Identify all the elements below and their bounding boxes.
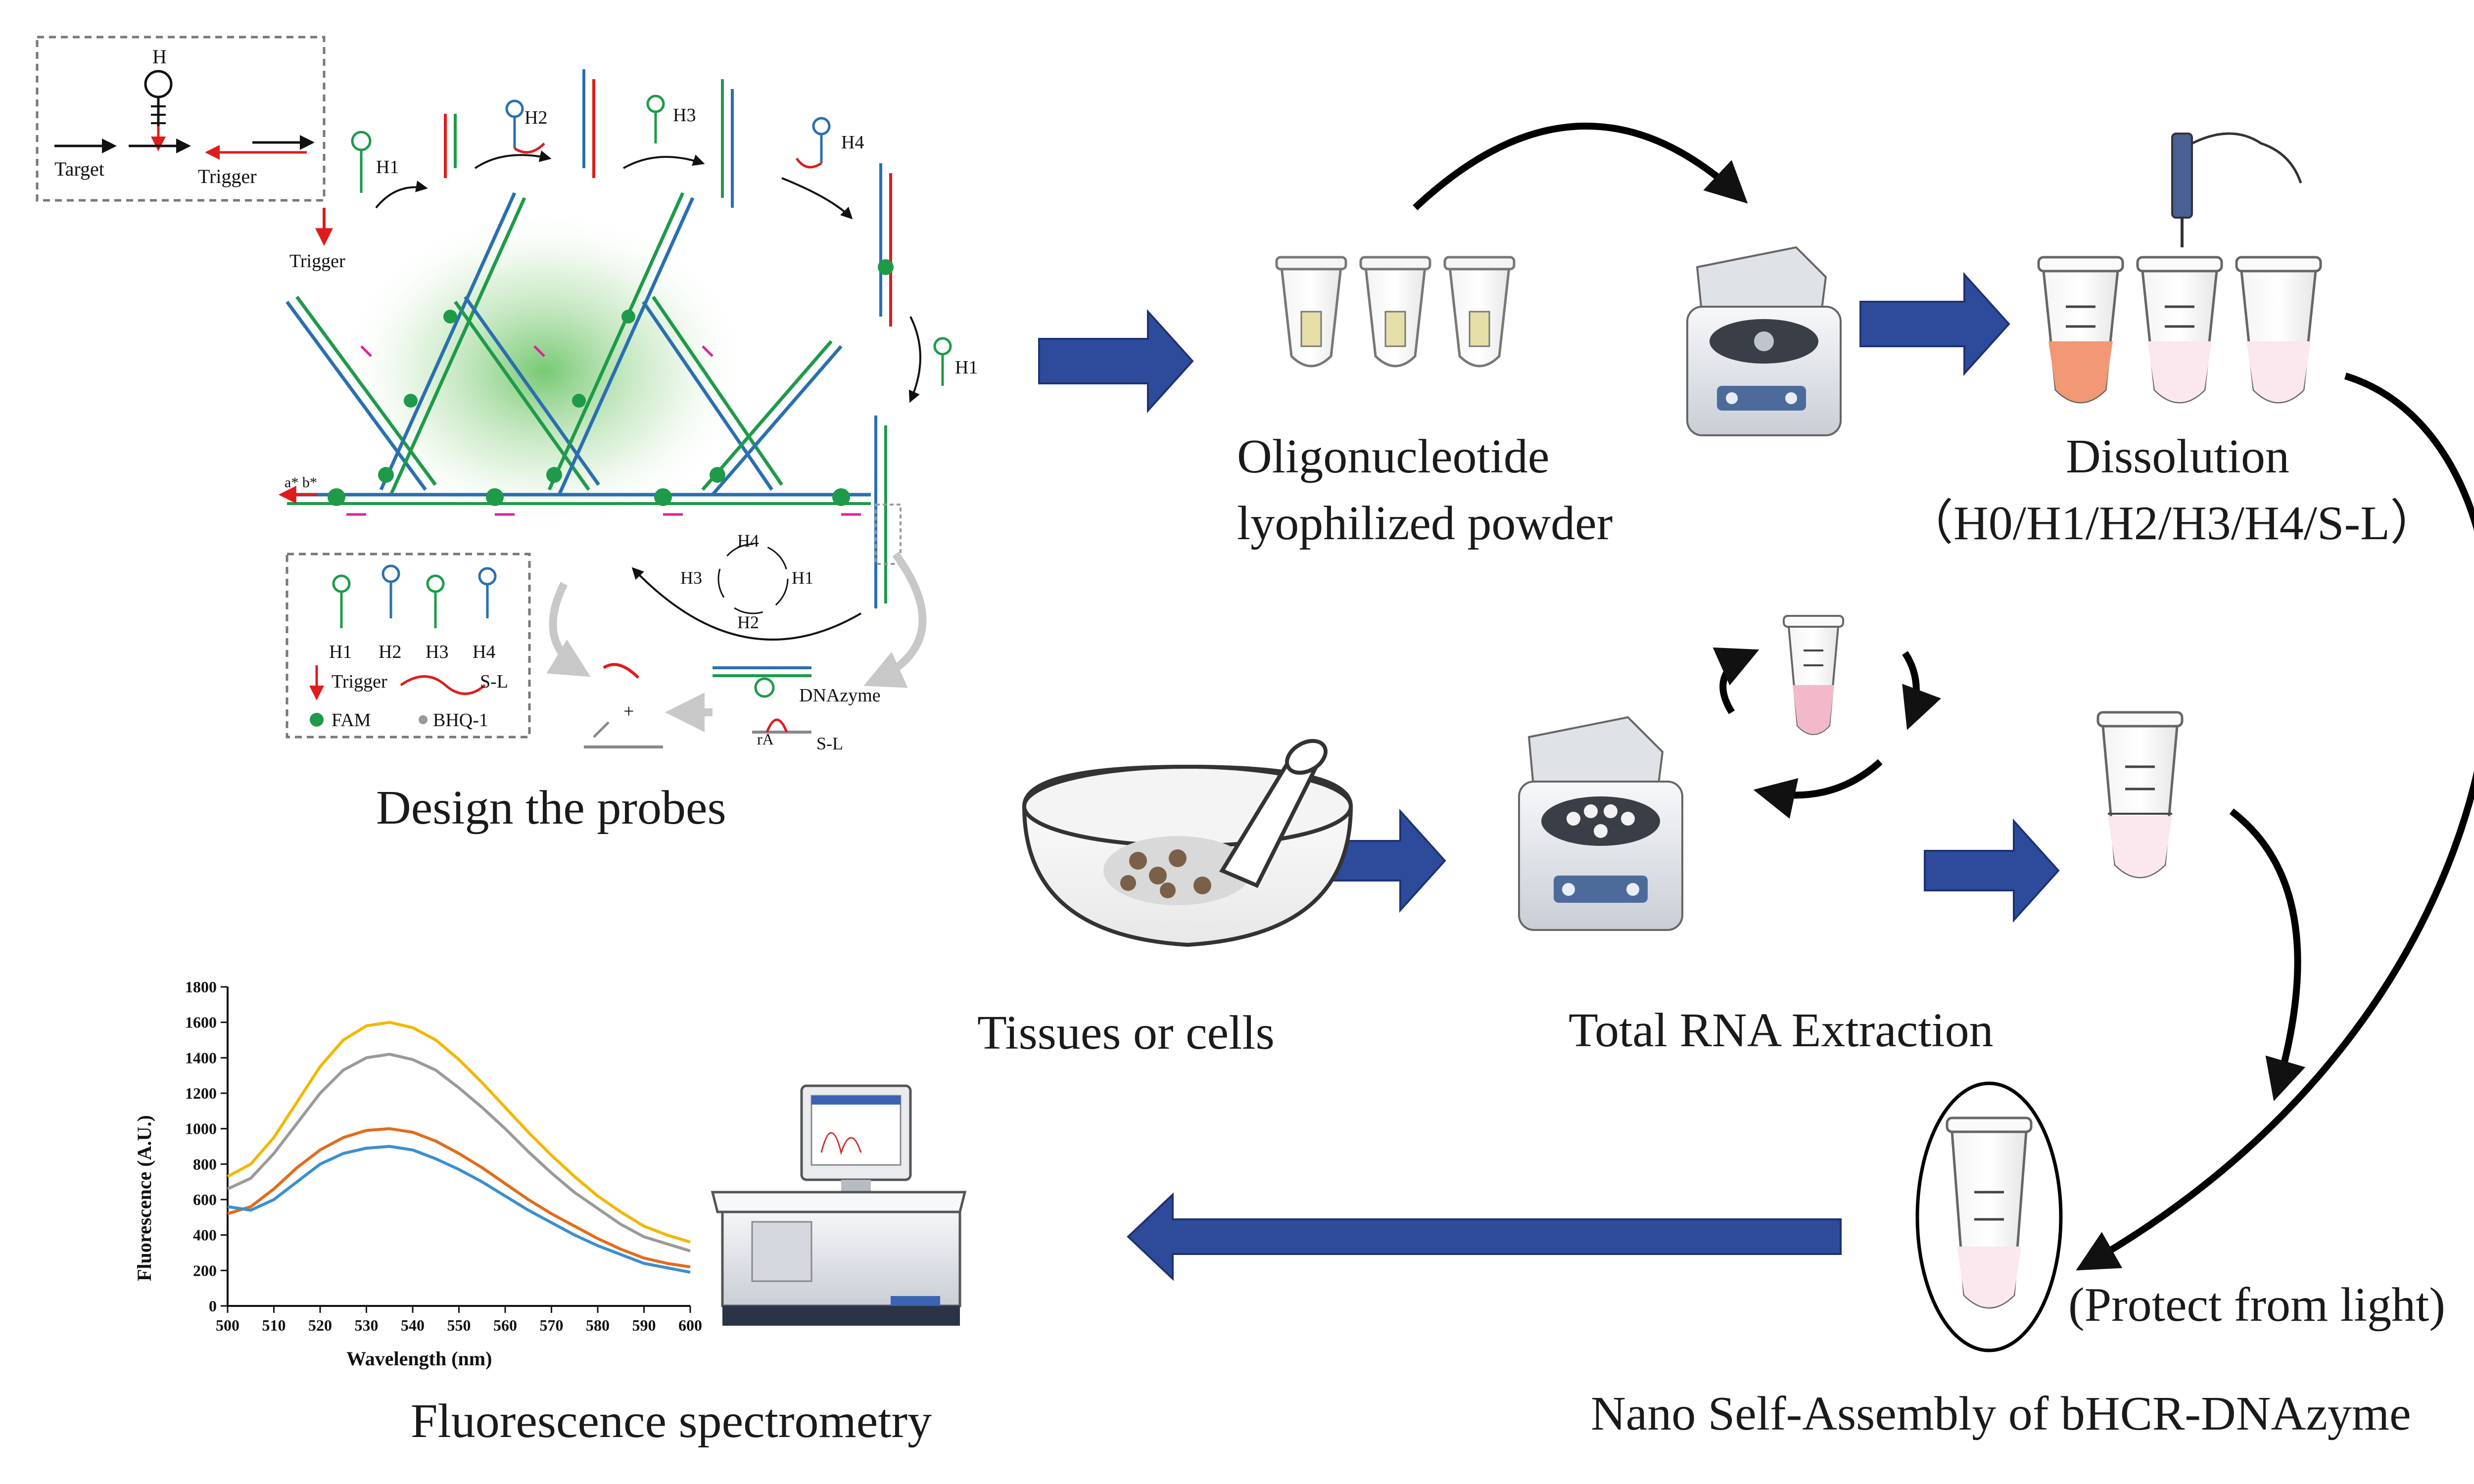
spectrometer-icon [711, 1084, 967, 1326]
flow-arrows [1038, 272, 2060, 1281]
chart-axes [227, 987, 690, 1307]
assembly-tube-group [1915, 1081, 2063, 1352]
legend-h4: H4 [473, 642, 495, 662]
legend-bhq: BHQ-1 [433, 710, 488, 731]
legend-hairpins [332, 564, 497, 628]
arrow-assembly-to-fluorescence [1127, 1192, 1842, 1281]
legend-h3: H3 [426, 642, 448, 662]
fluorescence-glow [336, 208, 752, 534]
caption-dissolution: Dissolution [2066, 430, 2289, 483]
rna-centrifuge-icon [1518, 716, 1683, 931]
chart-xlabel: Wavelength (nm) [346, 1347, 492, 1370]
caption-assembly: Nano Self-Assembly of bHCR-DNAzyme [1591, 1387, 2411, 1440]
mortar-pestle-icon [1022, 739, 1353, 947]
design-panel: H Target Trigger Trigger H1 H2 H3 H4 [36, 36, 978, 835]
x-tick-label: 590 [632, 1316, 656, 1334]
caption-rna: Total RNA Extraction [1569, 1004, 1994, 1057]
x-tick-label: 560 [493, 1316, 517, 1334]
dissolution-tubes [2037, 132, 2322, 404]
caption-dissolution-list: （H0/H1/H2/H3/H4/S-L） [1905, 497, 2438, 550]
legend-h2: H2 [379, 642, 401, 662]
centrifuge-icon [1686, 246, 1842, 436]
bhq-dot-icon [419, 715, 428, 724]
x-tick-label: 520 [308, 1316, 332, 1334]
series-line-1 [227, 1020, 691, 1244]
inset-box [36, 36, 326, 202]
h1-right-label: H1 [955, 357, 978, 378]
x-tick-label: 600 [678, 1316, 702, 1334]
x-tick-label: 540 [401, 1316, 425, 1334]
legend-fam: FAM [332, 710, 371, 731]
h2-label: H2 [524, 107, 547, 128]
legend-h1: H1 [329, 642, 352, 662]
caption-tissues: Tissues or cells [977, 1006, 1275, 1060]
fam-dot-icon [310, 713, 324, 727]
curved-arrows [1413, 122, 2474, 1271]
y-tick-label: 1600 [185, 1014, 217, 1031]
caption-protect: (Protect from light) [2068, 1278, 2445, 1332]
chart-ylabel: Fluorescence (A.U.) [133, 1115, 155, 1281]
pipette-icon [2171, 132, 2302, 247]
y-tick-label: 400 [193, 1226, 217, 1244]
y-tick-label: 1400 [185, 1049, 217, 1067]
x-tick-label: 500 [216, 1316, 239, 1334]
lyophilized-tubes [1275, 256, 1516, 368]
y-tick-label: 1000 [185, 1120, 217, 1138]
ra-label: rA [757, 730, 774, 748]
sl-label: S-L [816, 734, 843, 753]
x-tick-label: 580 [586, 1316, 610, 1334]
fluorescence-chart: 500 510 520 530 540 550 560 570 580 590 600 0 200 400… [133, 978, 702, 1370]
caption-oligo-line2: lyophilized powder [1237, 497, 1613, 550]
cycle-h3: H3 [680, 568, 702, 588]
pink-tube-icon [1783, 615, 1844, 735]
hairpin-h-icon [144, 70, 173, 98]
series-line-3 [227, 1127, 691, 1269]
series-line-4 [227, 1145, 691, 1274]
arrow-centrifuge-to-dissolution [1859, 272, 2010, 376]
y-tick-label: 200 [193, 1261, 217, 1279]
y-tick-label: 800 [193, 1155, 217, 1173]
h4-label: H4 [841, 132, 864, 153]
rna-tube-icon [2096, 711, 2184, 879]
cycle-h2: H2 [737, 612, 759, 632]
legend-sl: S-L [480, 671, 508, 692]
h3-label: H3 [673, 105, 696, 126]
x-tick-label: 530 [355, 1316, 379, 1334]
inset-trigger-label: Trigger [198, 165, 257, 187]
x-tick-label: 570 [540, 1316, 564, 1334]
caption-design: Design the probes [376, 781, 726, 835]
y-tick-label: 0 [209, 1297, 217, 1315]
legend-box [285, 553, 531, 739]
arrow-rna-to-tube [1924, 818, 2060, 923]
series-line-2 [227, 1053, 691, 1252]
y-tick-label: 1800 [185, 978, 217, 996]
ab-label: a* b* [285, 474, 317, 491]
inset-h-label: H [152, 46, 167, 68]
trigger-label: Trigger [289, 251, 345, 272]
arrow-design-to-oligo [1038, 309, 1194, 414]
cycle-h4: H4 [737, 531, 759, 551]
y-tick-label: 600 [193, 1191, 217, 1208]
plus-label: + [623, 701, 634, 722]
chart-ticks: 500 510 520 530 540 550 560 570 580 590 600 0 200 400… [185, 978, 702, 1334]
inset-target-label: Target [54, 158, 104, 180]
caption-oligo-line1: Oligonucleotide [1237, 430, 1549, 483]
h1-label: H1 [376, 157, 399, 178]
cycle-h1: H1 [792, 568, 813, 588]
caption-fluorescence: Fluorescence spectrometry [411, 1394, 932, 1448]
x-tick-label: 550 [447, 1316, 471, 1334]
y-tick-label: 1200 [185, 1084, 217, 1102]
x-tick-label: 510 [262, 1316, 286, 1334]
legend-trigger: Trigger [332, 671, 387, 692]
chart-lines [227, 1020, 691, 1274]
dnazyme-label: DNAzyme [799, 685, 881, 706]
